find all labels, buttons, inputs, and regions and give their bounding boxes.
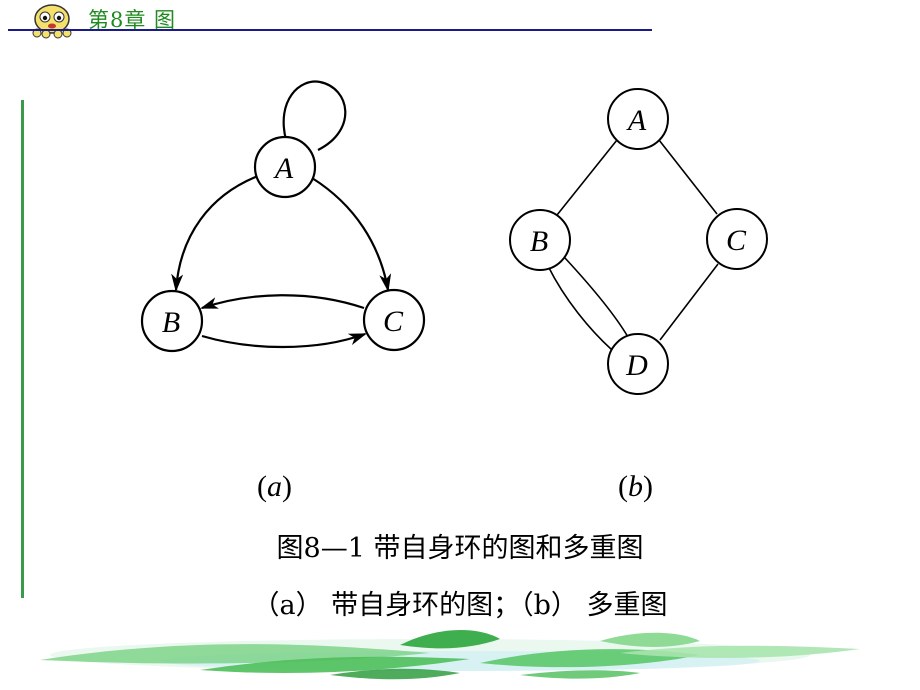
node-b-label: B [162,306,180,339]
edge-c-to-b [200,294,365,310]
node-b: B [509,209,571,271]
node-b-label: B [530,225,548,258]
node-b: B [140,289,204,353]
figure-caption: 图8—1 带自身环的图和多重图 [276,533,644,564]
edge-c-d [659,263,719,341]
mascot-icon [32,4,72,39]
edge-a-b [556,139,618,216]
node-a-label: A [273,152,294,185]
node-d: D [607,333,669,395]
node-a: A [253,135,317,199]
node-a: A [607,88,669,150]
edge-a-to-b [171,174,259,292]
figure-subcaption: （a） 带自身环的图；（b） 多重图 [252,590,668,621]
node-c-label: C [726,224,747,257]
diagram-a-label: (a) [257,470,292,503]
diagram-b: A B C D [509,88,768,395]
node-d-label: D [625,349,648,382]
side-accent-bar [21,100,24,598]
node-a-label: A [626,104,647,137]
edge-b-d-first [547,265,613,351]
diagram-b-label: (b) [618,470,653,503]
slide-header: 第8章 图 [0,0,920,40]
header-divider [8,29,652,31]
diagram-a: A B C [140,80,426,353]
node-c: C [362,288,426,352]
edge-b-d-second [564,257,629,338]
leaves-decoration [40,629,860,680]
node-c: C [706,208,768,270]
node-c-label: C [383,305,404,338]
edge-b-to-c [201,332,367,349]
edge-a-c [658,139,718,215]
edge-a-to-c [311,177,392,292]
chapter-title: 第8章 图 [88,8,177,32]
edge-a-self-loop [282,80,347,157]
